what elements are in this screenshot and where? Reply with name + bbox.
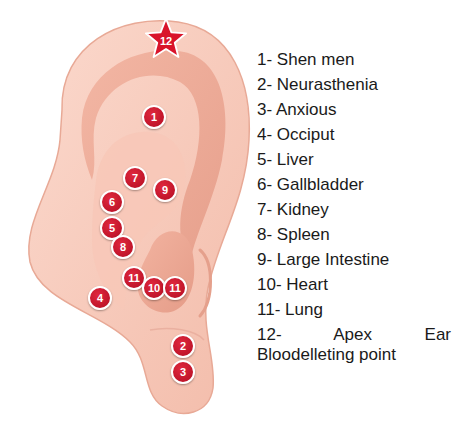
callout-number: 7 (132, 173, 138, 184)
callout-number: 2 (180, 341, 186, 352)
concha (138, 231, 195, 312)
callout-number: 11 (128, 273, 140, 284)
key-entry: 12- Apex Ear Bloodelleting point (257, 325, 451, 365)
callout-number: 11 (169, 283, 181, 294)
callout-number: 6 (109, 197, 115, 208)
key-entry: 5- Liver (257, 150, 451, 170)
point-marker: 3 (171, 360, 195, 384)
key-entry: 9- Large Intestine (257, 250, 451, 270)
key-entry: 7- Kidney (257, 200, 451, 220)
point-marker: 11 (163, 276, 187, 300)
point-marker: 9 (153, 178, 177, 202)
callout-number: 3 (180, 367, 186, 378)
callout-number: 10 (148, 283, 160, 294)
key-entry: 1- Shen men (257, 50, 451, 70)
ear-outline (29, 21, 250, 414)
callout-number: 12 (160, 36, 172, 47)
callout-number: 4 (97, 293, 103, 304)
key-entry: 4- Occiput (257, 125, 451, 145)
callout-number: 8 (120, 242, 126, 253)
point-marker: 4 (88, 286, 112, 310)
tragus (200, 250, 211, 316)
key-entry: 2- Neurasthenia (257, 75, 451, 95)
callout-number: 1 (151, 112, 157, 123)
apex-star-marker: 12 (143, 15, 189, 61)
point-marker: 8 (111, 235, 135, 259)
antihelix (92, 132, 186, 310)
key-entry: 3- Anxious (257, 100, 451, 120)
point-marker: 2 (171, 334, 195, 358)
callout-number: 9 (162, 185, 168, 196)
key-entry: 11- Lung (257, 300, 451, 320)
point-marker: 1 (142, 105, 166, 129)
point-marker: 6 (100, 190, 124, 214)
key-entry: 10- Heart (257, 275, 451, 295)
key-entry: 6- Gallbladder (257, 175, 451, 195)
point-marker: 7 (123, 166, 147, 190)
callout-number: 5 (109, 223, 115, 234)
key-entry: 8- Spleen (257, 225, 451, 245)
